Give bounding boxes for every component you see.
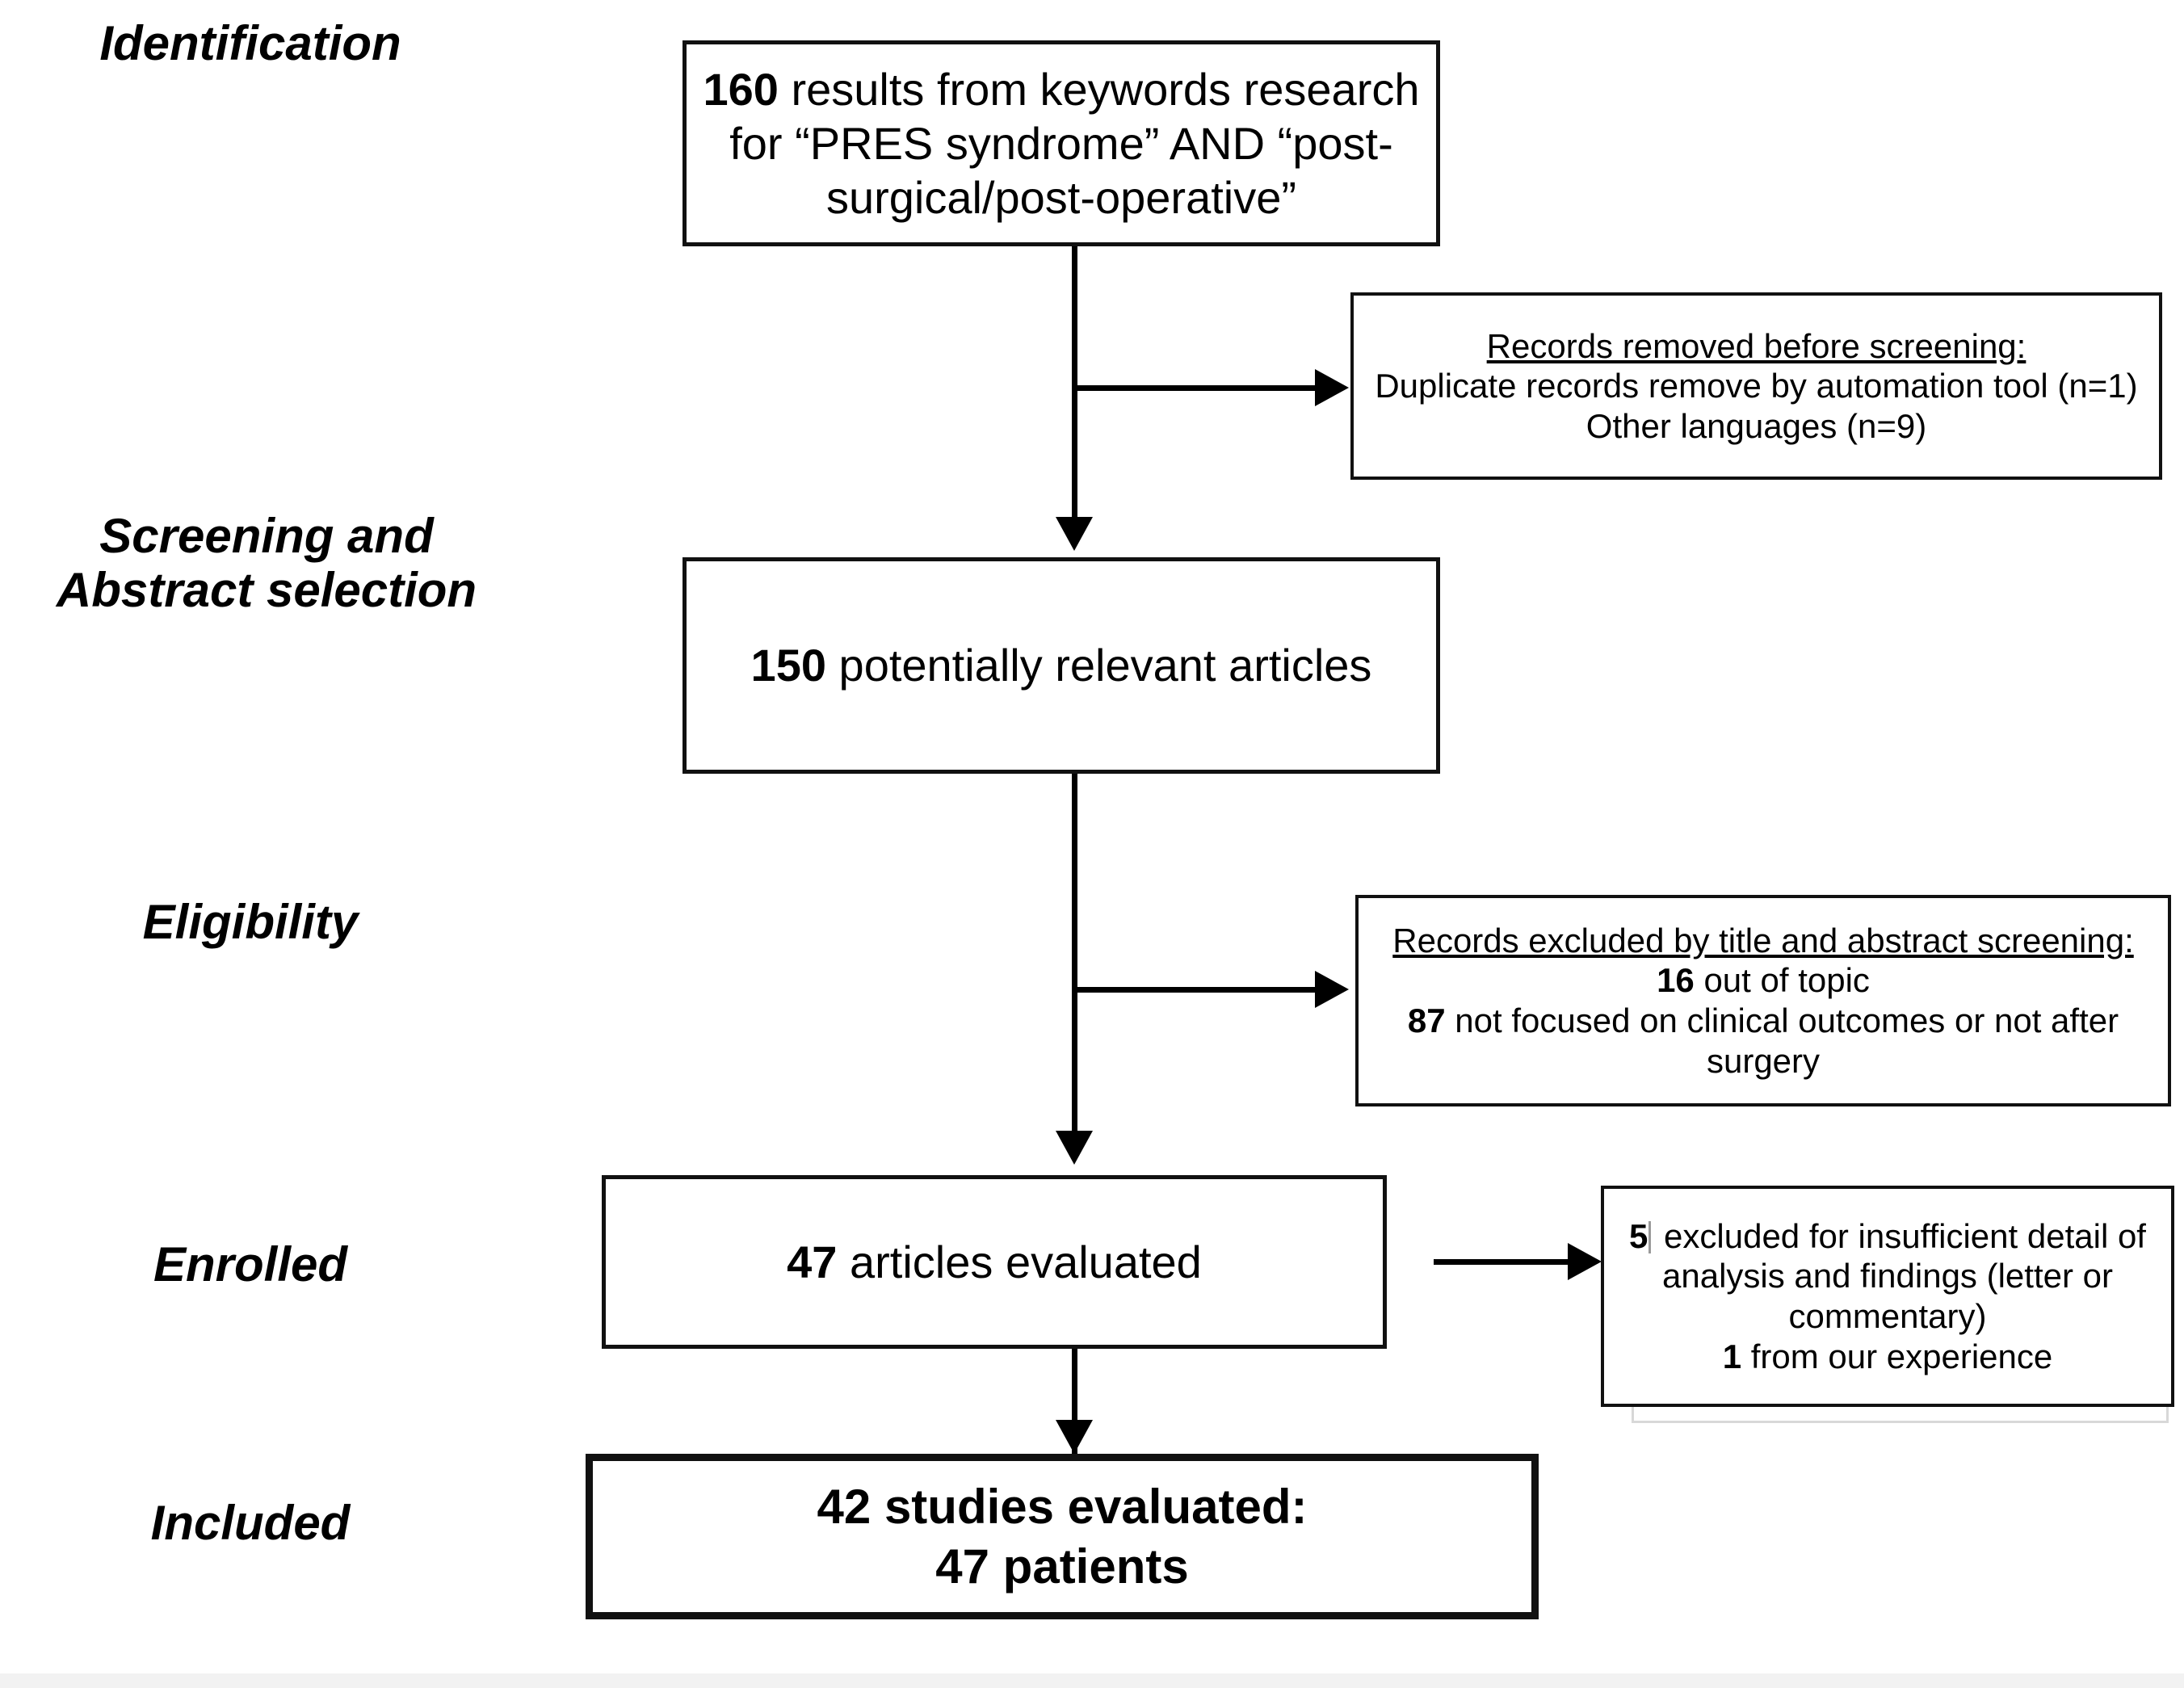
articles-excluded-line1-text: excluded for insufficient detail of anal… — [1654, 1216, 2146, 1335]
records-removed-heading: Records removed before screening: — [1486, 326, 2026, 365]
box-records-removed: Records removed before screening: Duplic… — [1350, 292, 2162, 480]
records-excluded-line1-count: 16 — [1657, 961, 1695, 1000]
stage-label-eligibility: Eligibility — [142, 895, 359, 949]
box-records-removed-text: Records removed before screening: Duplic… — [1354, 326, 2159, 447]
articles-evaluated-count: 47 — [787, 1236, 838, 1287]
potentially-relevant-label: potentially relevant articles — [825, 640, 1372, 691]
box-studies-included-text: 42 studies evaluated: 47 patients — [593, 1477, 1531, 1595]
records-removed-line1: Duplicate records remove by automation t… — [1375, 367, 2138, 405]
records-excluded-line2-text: not focused on clinical outcomes or not … — [1445, 1001, 2119, 1080]
box-articles-evaluated-text: 47 articles evaluated — [606, 1235, 1383, 1289]
studies-included-line2: 47 patients — [935, 1539, 1189, 1594]
connector-articles-excluded-arrowhead — [1568, 1243, 1602, 1280]
connector-screening-trunk — [1072, 774, 1077, 1145]
records-excluded-line2-count: 87 — [1407, 1001, 1446, 1039]
records-identified-count: 160 — [703, 63, 779, 115]
studies-included-line1: 42 studies evaluated: — [817, 1480, 1308, 1535]
articles-evaluated-label: articles evaluated — [837, 1236, 1202, 1287]
stage-label-identification: Identification — [99, 16, 401, 70]
connector-enrolled-trunk — [1072, 1349, 1077, 1455]
stage-label-included: Included — [150, 1496, 351, 1550]
stage-label-screening: Screening and Abstract selection — [56, 509, 477, 618]
connector-removed-line — [1077, 385, 1320, 391]
connector-articles-excluded-line — [1434, 1259, 1573, 1265]
box-articles-excluded: 5 excluded for insufficient detail of an… — [1601, 1186, 2174, 1407]
potentially-relevant-count: 150 — [750, 640, 826, 691]
records-identified-label: results from keywords research for “PRES… — [729, 63, 1420, 224]
records-excluded-heading: Records excluded by title and abstract s… — [1392, 921, 2134, 959]
box-records-excluded: Records excluded by title and abstract s… — [1355, 895, 2171, 1106]
articles-excluded-line2-count: 1 — [1722, 1337, 1742, 1375]
connector-identification-arrowhead — [1056, 517, 1093, 551]
box-records-excluded-text: Records excluded by title and abstract s… — [1359, 921, 2168, 1081]
articles-excluded-line2-text: from our experience — [1741, 1337, 2053, 1375]
articles-excluded-line1-count: 5 — [1629, 1216, 1648, 1255]
connector-excluded-line — [1077, 987, 1320, 993]
box-potentially-relevant: 150 potentially relevant articles — [682, 557, 1440, 774]
box-articles-evaluated: 47 articles evaluated — [602, 1175, 1387, 1349]
connector-identification-trunk — [1072, 246, 1077, 527]
connector-enrolled-arrowhead — [1056, 1420, 1093, 1454]
text-caret — [1648, 1220, 1652, 1253]
connector-excluded-arrowhead — [1315, 971, 1349, 1008]
box-articles-excluded-text: 5 excluded for insufficient detail of an… — [1604, 1216, 2171, 1376]
connector-removed-arrowhead — [1315, 369, 1349, 406]
records-removed-line2: Other languages (n=9) — [1586, 406, 1927, 445]
box-studies-included: 42 studies evaluated: 47 patients — [586, 1454, 1539, 1619]
bottom-edge-band — [0, 1673, 2184, 1688]
box-records-identified: 160 results from keywords research for “… — [682, 40, 1440, 246]
records-excluded-line1-text: out of topic — [1694, 961, 1870, 1000]
connector-screening-arrowhead — [1056, 1131, 1093, 1165]
stage-label-enrolled: Enrolled — [153, 1237, 348, 1291]
box-potentially-relevant-text: 150 potentially relevant articles — [687, 638, 1436, 692]
box-records-identified-text: 160 results from keywords research for “… — [687, 62, 1436, 225]
